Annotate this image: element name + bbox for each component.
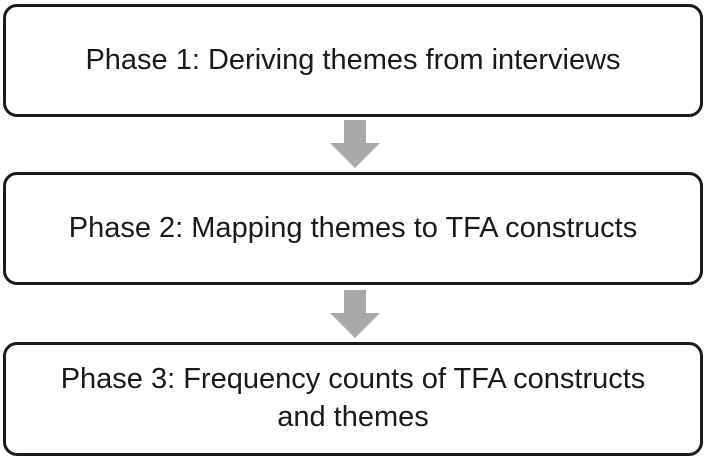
phase-3-box: Phase 3: Frequency counts of TFA constru…	[3, 342, 703, 456]
down-arrow-icon	[330, 120, 380, 168]
phase-2-label: Phase 2: Mapping themes to TFA construct…	[68, 211, 638, 244]
down-arrow-icon	[330, 290, 380, 338]
phase-2-box: Phase 2: Mapping themes to TFA construct…	[3, 172, 703, 285]
phase-1-label: Phase 1: Deriving themes from interviews	[85, 43, 621, 76]
phase-1-box: Phase 1: Deriving themes from interviews	[3, 4, 703, 117]
phase-3-label: Phase 3: Frequency counts of TFA constru…	[60, 363, 646, 433]
